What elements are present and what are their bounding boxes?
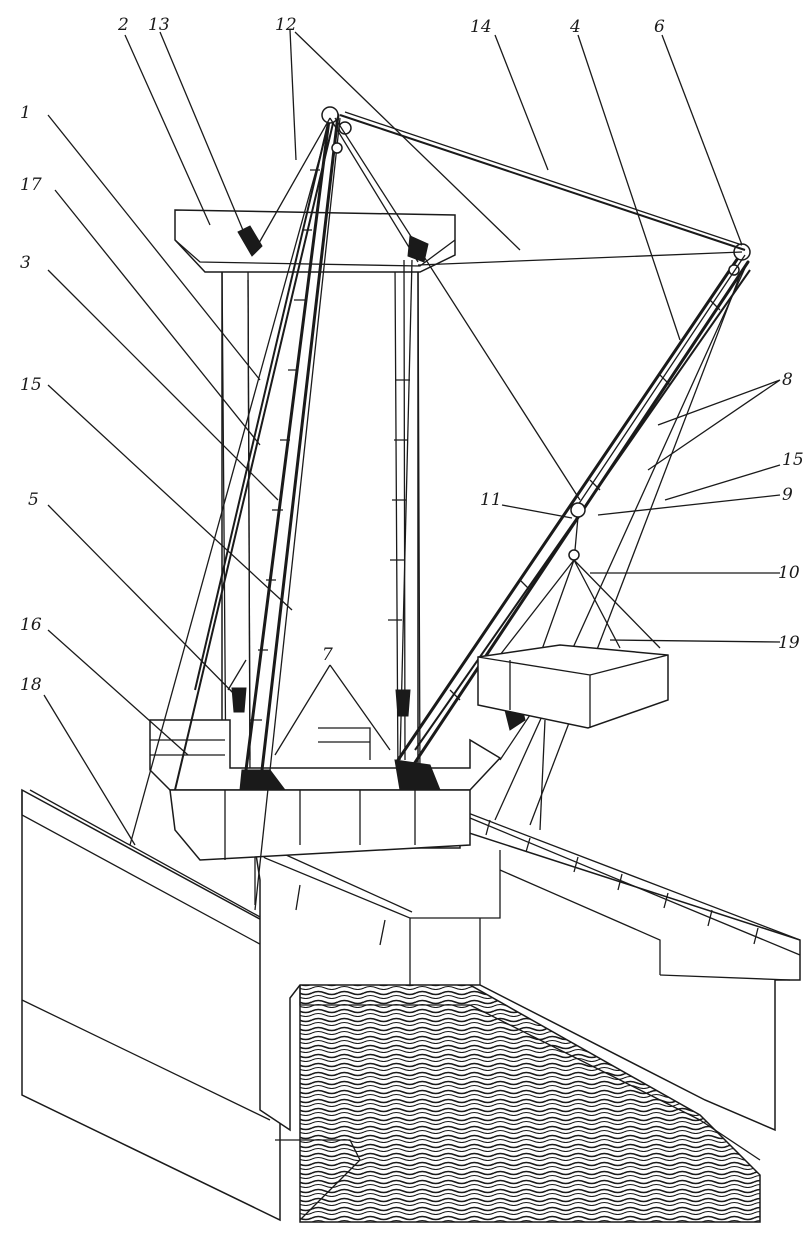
pier [174,209,456,791]
callout-4: 4 [569,17,581,37]
callout-18: 18 [20,675,42,695]
callout-12: 12 [275,15,297,35]
leader-lines [43,29,781,846]
callout-16: 16 [20,615,42,635]
hook-and-load [477,254,746,831]
callout-5: 5 [28,490,39,510]
callout-1: 1 [20,103,31,123]
callout-3: 3 [20,253,31,273]
callout-7: 7 [322,645,333,665]
left-embankment [21,788,281,1222]
callout-14: 14 [470,17,492,37]
rigging [237,111,746,761]
callout-11: 11 [480,490,502,510]
callout-labels: 1 2 3 4 5 6 7 8 9 10 11 12 13 14 15 15 1… [20,15,804,695]
callout-2: 2 [117,15,129,35]
callout-19: 19 [778,633,800,653]
callout-9: 9 [782,485,793,505]
callout-8: 8 [782,370,793,390]
callout-15-right: 15 [782,450,804,470]
callout-15-left: 15 [20,375,42,395]
callout-10: 10 [778,563,800,583]
callout-13: 13 [148,15,170,35]
callout-6: 6 [654,17,665,37]
left-boom [129,106,352,911]
callout-17: 17 [20,175,42,195]
right-boom [394,243,751,826]
